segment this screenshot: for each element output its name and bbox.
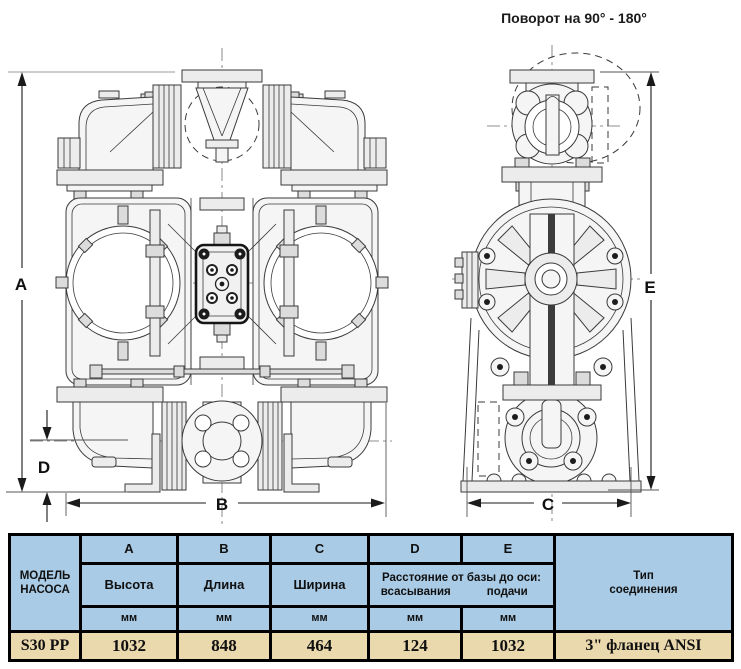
manifold-rotation-dashed-circle bbox=[184, 86, 260, 162]
dimension-E: E bbox=[600, 71, 659, 491]
table-header-letter-D: D bbox=[370, 536, 460, 562]
table-header-suction: всасывания bbox=[380, 586, 451, 598]
air-inlet-block bbox=[454, 251, 479, 309]
upper-right-elbow bbox=[290, 90, 387, 171]
discharge-flange bbox=[181, 69, 263, 89]
dimension-D: D bbox=[30, 410, 128, 522]
table-value-D: 124 bbox=[370, 633, 460, 659]
table-header-letter-C: C bbox=[272, 536, 367, 562]
foot-dashed-outline bbox=[477, 401, 500, 477]
right-chamber bbox=[252, 197, 389, 386]
table-unit-A: мм bbox=[82, 608, 176, 630]
tie-rod bbox=[89, 364, 355, 379]
dim-label-E: E bbox=[644, 278, 655, 297]
air-valve-block bbox=[194, 225, 250, 343]
rotated-port-dashed-outline bbox=[591, 86, 609, 164]
table-header-length: Длина bbox=[179, 565, 269, 605]
lower-left-elbow bbox=[62, 401, 154, 469]
table-header-height: Высота bbox=[82, 565, 176, 605]
left-chamber bbox=[55, 197, 192, 386]
table-header-letter-E: E bbox=[463, 536, 553, 562]
table-header-letter-B: B bbox=[179, 536, 269, 562]
front-view bbox=[30, 48, 392, 524]
table-header-width: Ширина bbox=[272, 565, 367, 605]
dim-label-B: B bbox=[216, 495, 228, 514]
table-header-letter-A: A bbox=[82, 536, 176, 562]
center-shaft bbox=[548, 214, 555, 440]
upper-flange-plates bbox=[56, 169, 388, 200]
lower-flange-plates bbox=[56, 378, 388, 403]
upper-left-elbow bbox=[57, 90, 154, 171]
table-value-B: 848 bbox=[179, 633, 269, 659]
table-header-model: МОДЕЛЬ НАСОСА bbox=[11, 536, 79, 630]
dim-label-A: A bbox=[15, 275, 27, 294]
dimension-C: C bbox=[466, 467, 632, 517]
dim-label-C: C bbox=[542, 495, 554, 514]
rotation-range-dashed-circle bbox=[511, 52, 641, 164]
specs-table: МОДЕЛЬ НАСОСА A B C D E Высота Длина Шир… bbox=[8, 533, 734, 662]
table-value-E: 1032 bbox=[463, 633, 553, 659]
side-discharge-port bbox=[501, 69, 603, 215]
table-header-base-to-axis: Расстояние от базы до оси: всасывания по… bbox=[370, 565, 553, 605]
dimension-B: B bbox=[65, 403, 387, 517]
dim-label-D: D bbox=[38, 458, 50, 477]
table-value-C: 464 bbox=[272, 633, 367, 659]
technical-drawing: A D B C bbox=[6, 45, 659, 524]
center-column bbox=[167, 197, 277, 385]
dimension-A: A bbox=[6, 71, 175, 493]
discharge-manifold bbox=[195, 87, 249, 163]
side-base-assembly bbox=[460, 317, 642, 493]
table-unit-C: мм bbox=[272, 608, 367, 630]
table-value-model: S30 PP bbox=[11, 633, 79, 659]
lower-right-elbow bbox=[290, 401, 382, 469]
mounting-feet bbox=[124, 433, 320, 493]
table-header-connection-type: Тип соединения bbox=[556, 536, 731, 630]
rotation-annotation: Поворот на 90° - 180° bbox=[501, 10, 647, 26]
table-header-discharge: подачи bbox=[486, 586, 528, 598]
side-chamber-wheel bbox=[470, 198, 632, 440]
table-unit-E: мм bbox=[463, 608, 553, 630]
table-value-connection: 3" фланец ANSI bbox=[556, 633, 731, 659]
suction-assembly bbox=[161, 400, 283, 491]
side-view bbox=[452, 45, 642, 522]
table-value-A: 1032 bbox=[82, 633, 176, 659]
table-unit-D: мм bbox=[370, 608, 460, 630]
table-unit-B: мм bbox=[179, 608, 269, 630]
